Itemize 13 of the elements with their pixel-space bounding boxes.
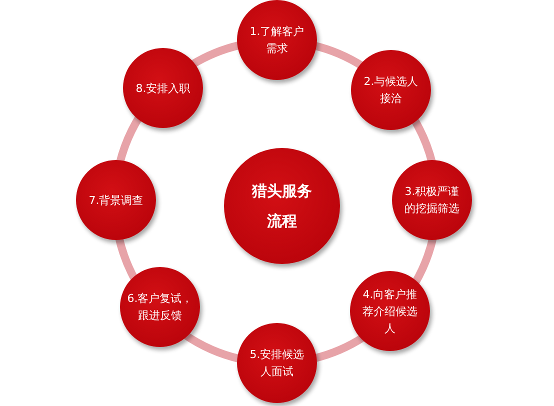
title-text: 猎头服务流程: [250, 181, 313, 232]
step-label: 3.积极严谨的挖掘筛选: [404, 184, 460, 217]
step-circle: [237, 0, 317, 80]
step-label: 7.背景调查: [88, 192, 144, 208]
step-circle: [351, 50, 431, 130]
step-label: 4.向客户推荐介绍候选人: [362, 286, 418, 336]
step-label: 8.安排入职: [134, 80, 192, 96]
step-label: 5.安排候选人面试: [249, 347, 305, 380]
step-circle: [120, 267, 200, 347]
step-circle: [350, 271, 430, 351]
step-label: 6.客户复试，跟进反馈: [127, 291, 193, 324]
step-label: 1.了解客户需求: [249, 24, 305, 57]
step-label: 2.与候选人接洽: [363, 74, 419, 107]
